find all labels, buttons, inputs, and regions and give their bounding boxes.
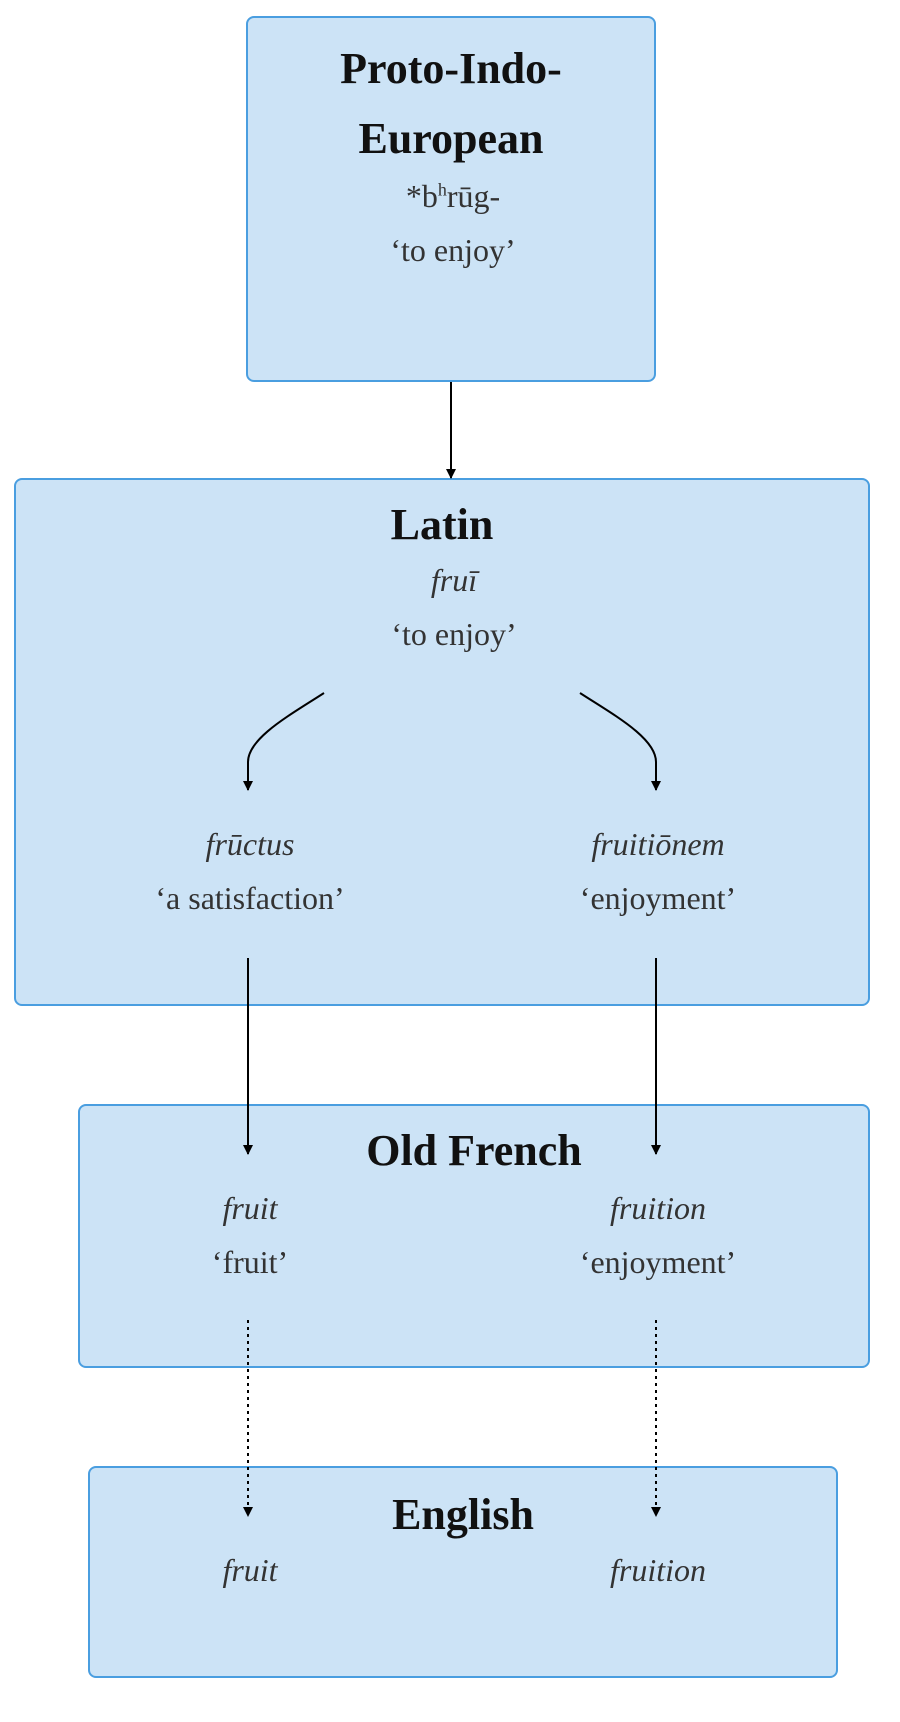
latin-left-word: frūctus — [205, 826, 295, 862]
english-left-word: fruit — [222, 1552, 278, 1588]
latin-box: Latin fruī ‘to enjoy’ frūctus ‘a satisfa… — [14, 478, 870, 1006]
latin-right-word: fruitiōnem — [591, 826, 725, 862]
english-right-word: fruition — [609, 1552, 707, 1588]
latin-gloss: ‘to enjoy’ — [391, 616, 517, 652]
arrow-frui-to-fruitionem — [579, 692, 661, 791]
latin-title: Latin — [390, 500, 494, 549]
pie-root-sup: h — [437, 179, 447, 200]
english-box: English fruit fruition — [88, 1466, 838, 1678]
pie-root-prefix: *b — [405, 178, 438, 214]
old-french-box: Old French fruit ‘fruit’ fruition ‘enjoy… — [78, 1104, 870, 1368]
latin-left-gloss: ‘a satisfaction’ — [155, 880, 345, 916]
latin-right-gloss: ‘enjoyment’ — [579, 880, 737, 916]
old-french-right-word: fruition — [609, 1190, 707, 1226]
pie-root: *bhrūg- — [406, 178, 500, 215]
pie-title-line1: Proto-Indo- — [340, 44, 562, 93]
pie-root-suffix: rūg- — [446, 178, 501, 214]
old-french-left-word: fruit — [222, 1190, 278, 1226]
old-french-right-gloss: ‘enjoyment’ — [579, 1244, 737, 1280]
pie-box: Proto-Indo- European *bhrūg- ‘to enjoy’ — [246, 16, 656, 382]
pie-title-line2: European — [358, 114, 544, 163]
latin-word: fruī — [430, 562, 478, 598]
old-french-left-gloss: ‘fruit’ — [211, 1244, 289, 1280]
pie-gloss: ‘to enjoy’ — [390, 232, 516, 268]
old-french-title: Old French — [366, 1126, 582, 1175]
arrow-frui-to-fructus — [243, 692, 325, 791]
english-title: English — [392, 1490, 534, 1539]
